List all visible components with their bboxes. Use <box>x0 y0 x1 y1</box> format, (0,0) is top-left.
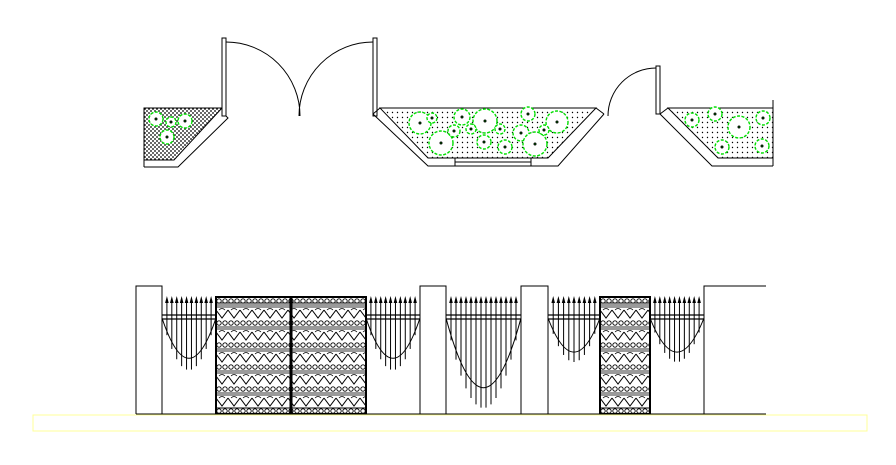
center-shrub-group <box>408 106 569 157</box>
shrub-symbol <box>465 123 477 135</box>
shrub-symbol <box>494 123 506 135</box>
shrub-symbol <box>428 130 454 156</box>
shrub-symbol <box>497 139 513 155</box>
shrub-symbol <box>707 106 723 122</box>
single-door-swing <box>607 65 661 117</box>
shrub-symbol <box>714 139 730 155</box>
double-door-swing <box>221 37 378 117</box>
shrub-symbol <box>408 111 432 135</box>
center-planter-bed <box>372 106 605 167</box>
shrub-symbol <box>165 116 177 128</box>
fence-panel <box>649 296 705 362</box>
shrub-symbol <box>177 113 193 129</box>
shrub-symbol <box>148 111 164 127</box>
elevation-view <box>135 285 766 415</box>
ground-band <box>32 414 868 432</box>
pier-center-left <box>419 285 447 414</box>
plan-view <box>143 37 774 168</box>
shrub-symbol <box>727 115 751 139</box>
shrub-symbol <box>754 138 770 154</box>
shrub-symbol <box>520 106 536 122</box>
shrub-symbol <box>447 124 461 138</box>
fence-panel <box>547 296 601 362</box>
shrub-symbol <box>453 108 471 126</box>
fence-panel <box>365 296 421 370</box>
small-single-gate <box>599 296 651 415</box>
left-shrub-group <box>148 111 193 145</box>
shrub-symbol <box>545 110 569 134</box>
right-shrub-group <box>684 106 771 155</box>
pier-center-right <box>520 285 549 414</box>
shrub-symbol <box>538 124 550 136</box>
shrub-symbol <box>159 129 175 145</box>
fence-panel <box>445 296 522 408</box>
fence-panel <box>161 296 217 370</box>
shrub-symbol <box>426 112 438 124</box>
shrub-symbol <box>755 110 771 126</box>
wall-outline-right <box>703 285 766 414</box>
shrub-symbol <box>522 131 548 157</box>
right-planter-bed <box>659 100 774 167</box>
shrub-symbol <box>684 112 700 128</box>
left-planter-bed <box>143 107 229 168</box>
fence-panels <box>161 296 705 408</box>
main-double-gate <box>215 296 367 415</box>
wall-outline-left <box>135 285 163 414</box>
shrub-symbol <box>472 108 498 134</box>
shrub-symbol <box>476 134 492 150</box>
